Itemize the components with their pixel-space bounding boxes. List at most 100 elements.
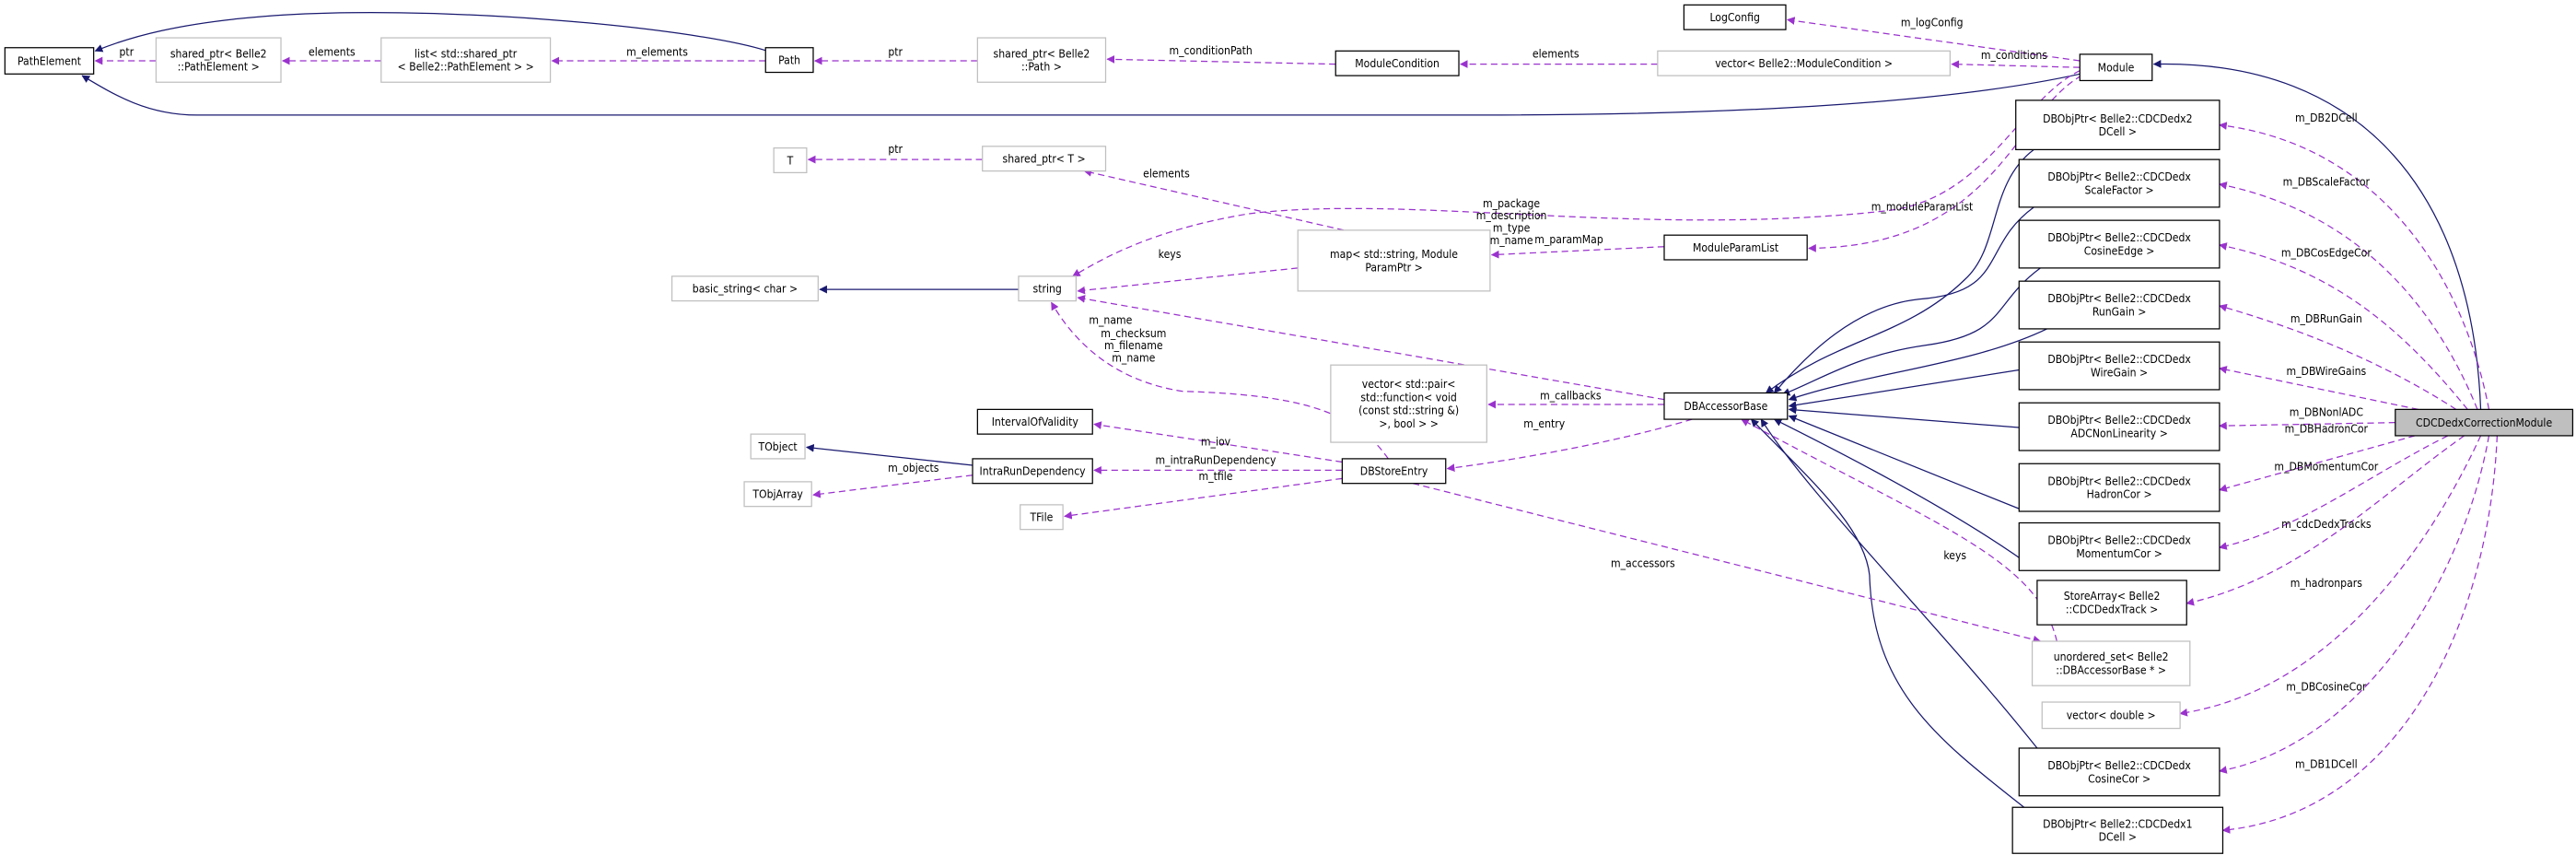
node-label: ::PathElement >: [178, 61, 260, 74]
inheritance-edge-db_hadroncor-to-DBAccessorBase: [1788, 415, 2026, 512]
node-box: [773, 146, 808, 174]
node-label: PathElement: [17, 54, 82, 67]
node-label: TObject: [758, 440, 798, 453]
class-node-TObjArray[interactable]: TObjArray: [743, 481, 812, 508]
node-label: DBObjPtr< Belle2::CDCDedx: [2047, 474, 2191, 487]
inheritance-edge-IntraRunDependency-to-TObject: [805, 443, 973, 466]
edge-label: m_checksum: [1101, 327, 1166, 340]
usage-edge-DBStoreEntry-to-unordered_set: [1412, 483, 2042, 644]
node-label: ::CDCDedxTrack >: [2066, 603, 2158, 615]
class-node-ModuleCondition[interactable]: ModuleCondition: [1335, 50, 1460, 76]
class-node-sp_path[interactable]: shared_ptr< Belle2::Path >: [976, 37, 1107, 83]
node-label: DBObjPtr< Belle2::CDCDedx: [2047, 231, 2191, 244]
class-node-TFile[interactable]: TFile: [1020, 504, 1064, 531]
class-node-T[interactable]: T: [773, 146, 808, 174]
class-node-list_sp[interactable]: list< std::shared_ptr< Belle2::PathEleme…: [380, 37, 552, 83]
edge-label: m_name: [1490, 234, 1533, 247]
inheritance-edge-Path-to-PathElement: [94, 12, 768, 53]
usage-edge-ModuleParamList-to-map: [1490, 246, 1665, 259]
node-box: [4, 47, 95, 75]
class-node-Module[interactable]: Module: [2079, 53, 2153, 82]
class-node-IntervalOfValidity[interactable]: IntervalOfValidity: [976, 408, 1093, 435]
usage-edge-CDCDedxCorrectionModule-to-db_rungain: [2219, 303, 2457, 410]
node-label: Path: [778, 53, 800, 66]
class-node-sp_pathelement[interactable]: shared_ptr< Belle2::PathElement >: [155, 37, 282, 83]
node-label: (const std::string &): [1358, 404, 1459, 417]
node-label: DBObjPtr< Belle2::CDCDedx: [2047, 170, 2191, 183]
edge-label: elements: [1143, 168, 1190, 181]
edge-label: m_logConfig: [1901, 17, 1964, 29]
class-node-Path[interactable]: Path: [764, 47, 814, 74]
node-label: CosineEdge >: [2084, 244, 2155, 257]
class-node-sp_T[interactable]: shared_ptr< T >: [982, 146, 1107, 172]
inheritance-edge-db_1dcell-to-DBAccessorBase: [1750, 418, 2025, 808]
edge-label: m_type: [1493, 222, 1531, 235]
edge-label: m_DBMomentumCor: [2274, 460, 2378, 473]
edge-label: keys: [1943, 549, 1966, 562]
class-node-IntraRunDependency[interactable]: IntraRunDependency: [972, 458, 1093, 485]
edge-label: m_tfile: [1199, 470, 1233, 483]
node-label: shared_ptr< T >: [1003, 152, 1086, 165]
class-node-string[interactable]: string: [1018, 275, 1078, 302]
edge-label: m_accessors: [1611, 557, 1675, 570]
edge-label: m_DBRunGain: [2290, 312, 2362, 325]
node-label: ModuleCondition: [1355, 57, 1440, 70]
usage-edge-Module-to-string: [1072, 70, 2081, 277]
edge-label: m_intraRunDependency: [1156, 453, 1277, 466]
edge-label: m_DBHadronCor: [2285, 422, 2369, 435]
node-label: DBObjPtr< Belle2::CDCDedx: [2047, 353, 2191, 366]
class-node-DBStoreEntry[interactable]: DBStoreEntry: [1341, 458, 1447, 485]
nodes-layer: PathElement shared_ptr< Belle2::PathEleme…: [4, 4, 2574, 854]
inheritance-edge-db_adcnonlin-to-DBAccessorBase: [1788, 405, 2020, 428]
class-node-storearray[interactable]: StoreArray< Belle2::CDCDedxTrack >: [2036, 580, 2187, 626]
edge-label: m_objects: [888, 462, 939, 474]
node-box: [1341, 458, 1447, 485]
node-label: DBObjPtr< Belle2::CDCDedx1: [2043, 817, 2192, 830]
class-node-db_adcnonlin[interactable]: DBObjPtr< Belle2::CDCDedxADCNonLinearity…: [2018, 402, 2220, 451]
edge-label: m_DBCosEdgeCor: [2281, 246, 2372, 259]
usage-edge-Module-to-ModuleParamList: [1808, 75, 2082, 252]
class-node-LogConfig[interactable]: LogConfig: [1683, 4, 1787, 30]
usage-edge-CDCDedxCorrectionModule-to-db_1dcell: [2221, 435, 2499, 834]
node-box: [2011, 806, 2224, 854]
node-box: [1683, 4, 1787, 30]
class-node-unordered_set[interactable]: unordered_set< Belle2::DBAccessorBase * …: [2031, 640, 2191, 686]
edge-label: m_name: [1089, 314, 1132, 327]
node-label: T: [787, 154, 794, 167]
class-node-TObject[interactable]: TObject: [750, 433, 806, 460]
class-node-vec_pair[interactable]: vector< std::pair<std::function< void(co…: [1330, 364, 1487, 443]
usage-edge-ModuleCondition-to-sp_path: [1106, 55, 1336, 65]
class-node-CDCDedxCorrectionModule[interactable]: CDCDedxCorrectionModule: [2395, 408, 2574, 437]
class-node-basic_string[interactable]: basic_string< char >: [670, 275, 819, 302]
class-node-ModuleParamList[interactable]: ModuleParamList: [1663, 234, 1808, 261]
node-box: [1330, 364, 1487, 443]
node-box: [2031, 640, 2191, 686]
node-box: [2395, 408, 2574, 437]
node-label: vector< Belle2::ModuleCondition >: [1715, 57, 1893, 70]
node-box: [2018, 521, 2220, 571]
edge-label: m_moduleParamList: [1871, 200, 1974, 213]
edge-label: ptr: [888, 143, 903, 156]
node-box: [972, 458, 1093, 485]
node-box: [2018, 219, 2220, 269]
edge-label: m_description: [1476, 209, 1547, 222]
class-node-vec_double[interactable]: vector< double >: [2041, 701, 2181, 730]
class-node-DBAccessorBase[interactable]: DBAccessorBase: [1663, 392, 1789, 420]
node-label: map< std::string, Module: [1330, 248, 1458, 261]
edge-label: m_DBWireGains: [2286, 365, 2366, 378]
usage-edge-IntraRunDependency-to-TObjArray: [812, 474, 973, 498]
class-node-PathElement[interactable]: PathElement: [4, 47, 95, 75]
node-label: Module: [2098, 61, 2135, 74]
class-node-vec_modcond[interactable]: vector< Belle2::ModuleCondition >: [1657, 50, 1951, 76]
node-label: DBObjPtr< Belle2::CDCDedx: [2047, 292, 2191, 305]
